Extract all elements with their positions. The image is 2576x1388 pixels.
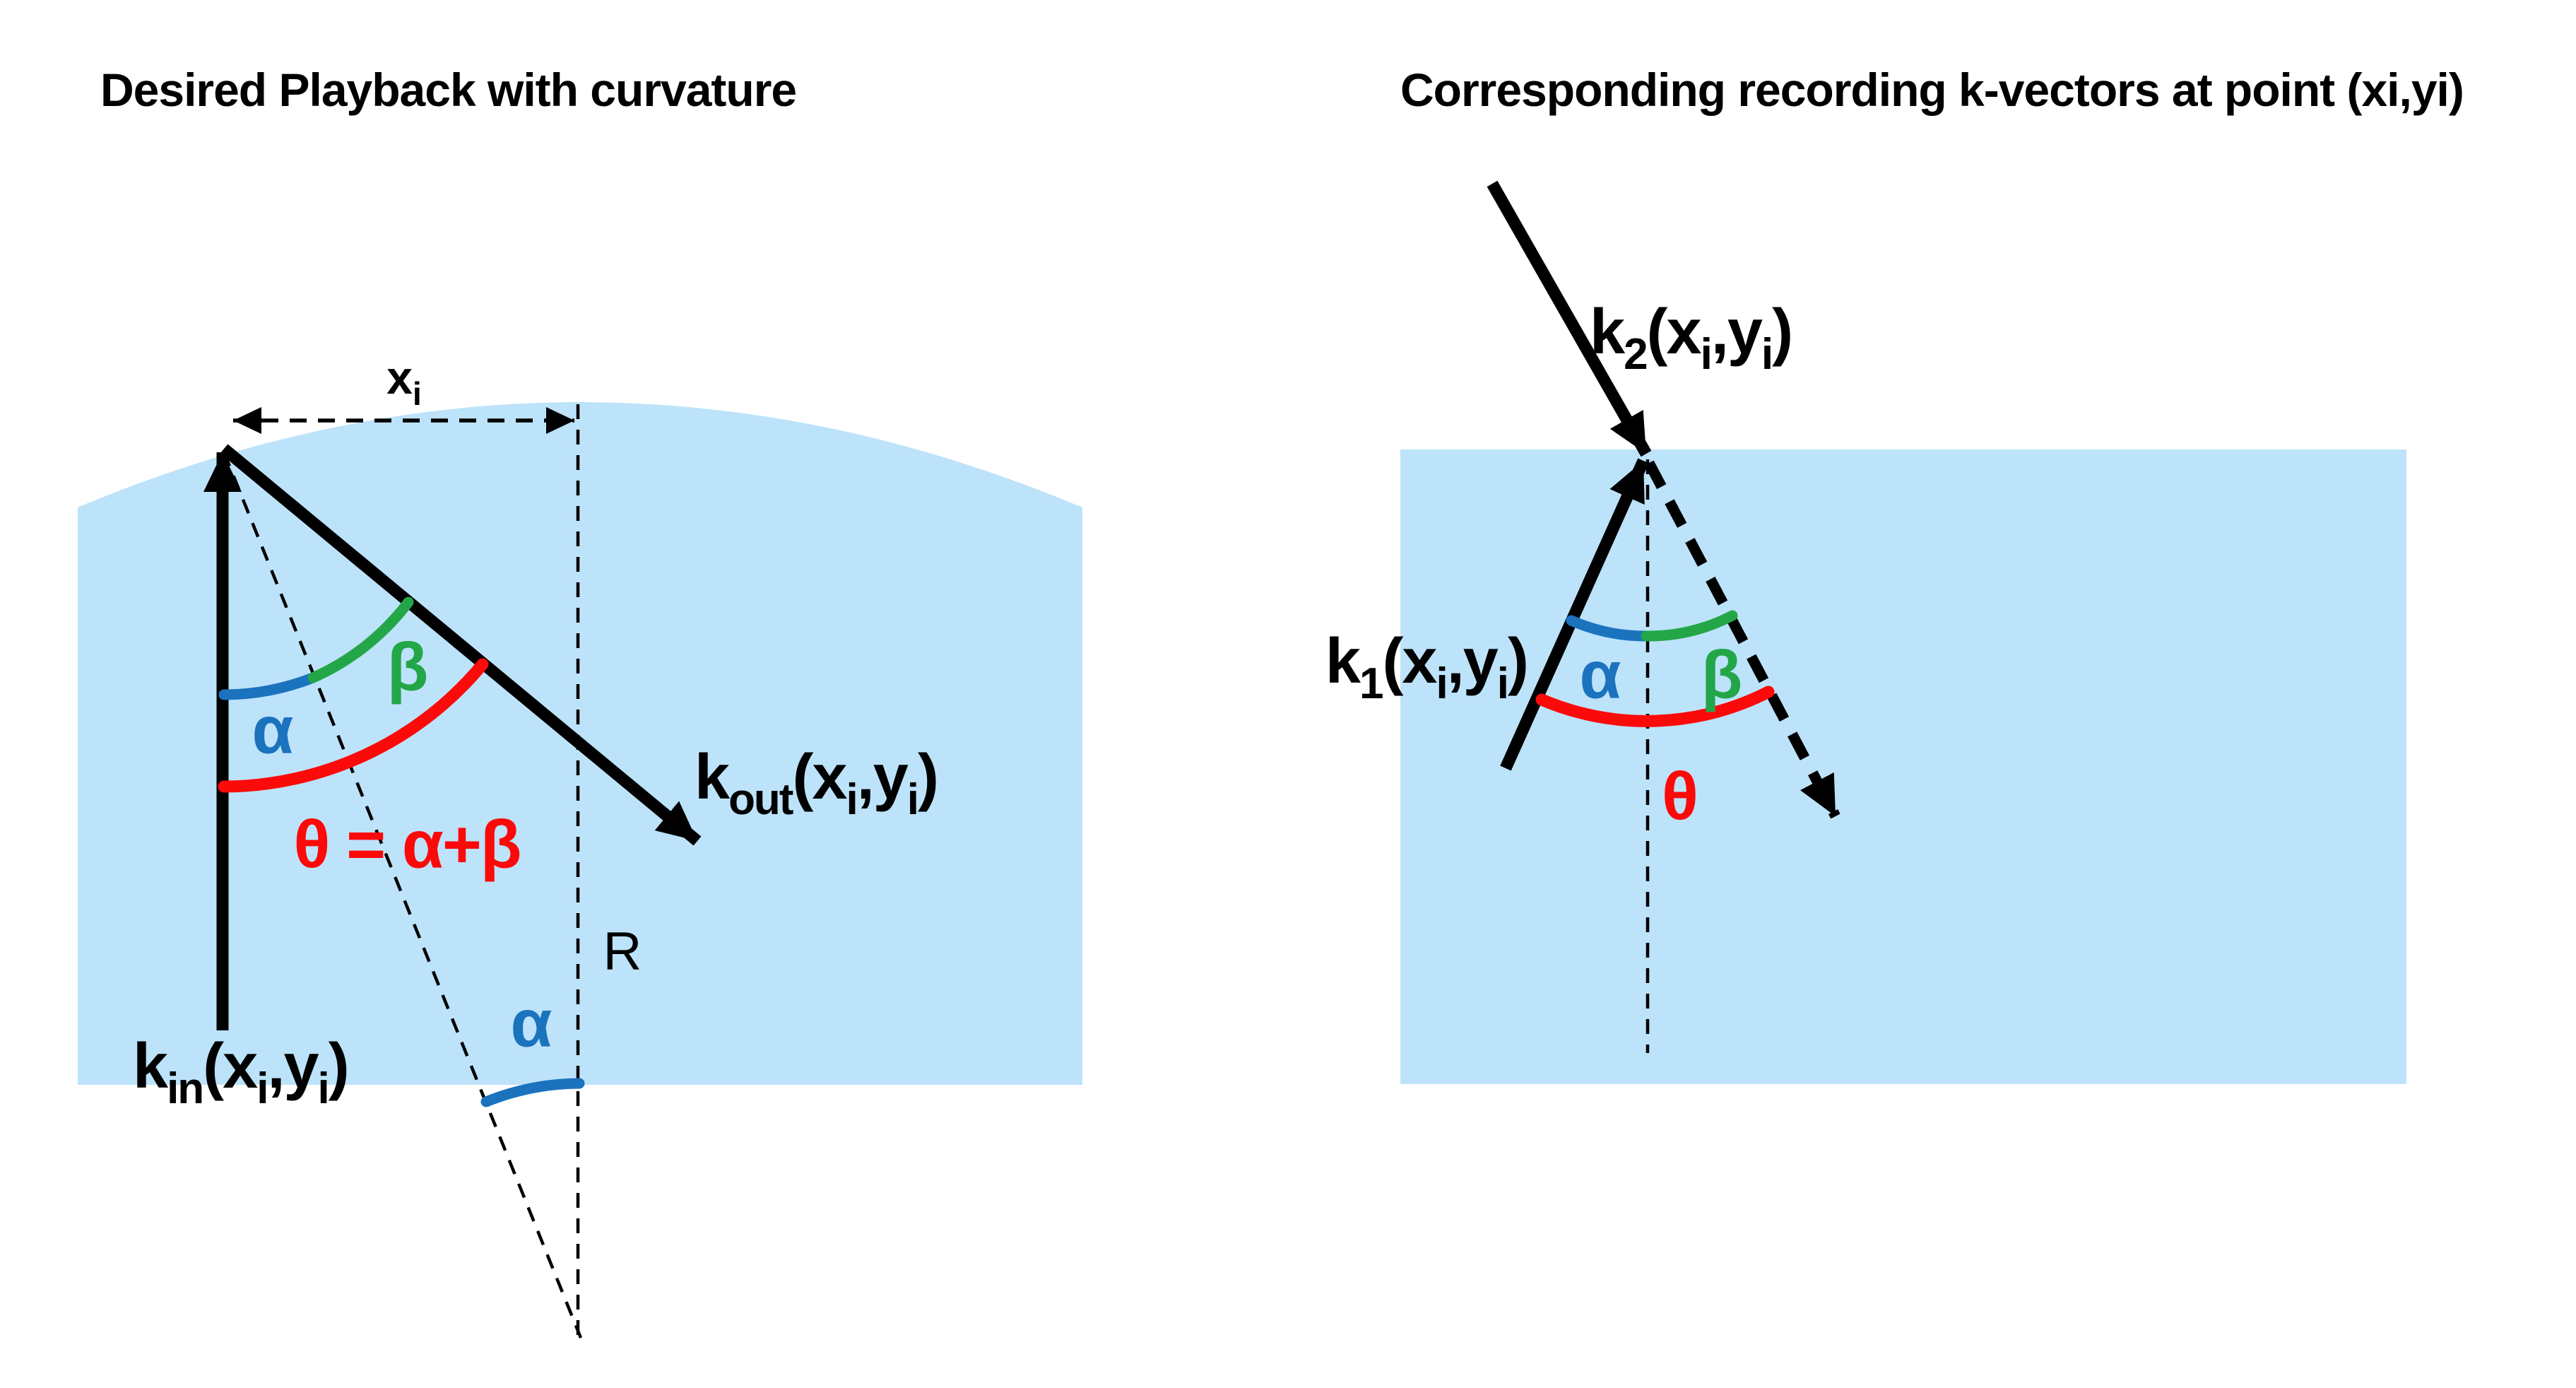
radius-label: R xyxy=(603,922,642,982)
right-panel-title: Corresponding recording k-vectors at poi… xyxy=(1400,64,2464,116)
beta-angle-arc-right xyxy=(1641,610,1738,642)
right-medium-region xyxy=(1400,449,2406,1084)
alpha-label-right: α xyxy=(1579,637,1621,713)
kin-vector-label: kin(xi,yi) xyxy=(133,1031,348,1113)
xi-dimension-label: xi xyxy=(386,351,422,412)
alpha-angle-arc-right xyxy=(1566,615,1652,642)
kout-vector-arrow xyxy=(220,444,702,846)
alpha-angle-arc-lower xyxy=(480,1078,585,1107)
beta-label: β xyxy=(387,630,427,705)
k1-vector-label: k1(xi,yi) xyxy=(1325,626,1528,708)
theta-equation-label: θ = α+β xyxy=(294,807,521,883)
alpha-angle-arc-upper xyxy=(218,672,319,700)
k2-vector-arrow xyxy=(1487,180,1652,457)
k1-vector-arrow xyxy=(1500,458,1649,771)
beta-label-right: β xyxy=(1701,637,1742,713)
alpha-label-lower: α xyxy=(510,986,552,1061)
alpha-label-upper: α xyxy=(252,693,293,768)
kout-vector-label: kout(xi,yi) xyxy=(695,742,938,824)
refracted-dashed-arrow xyxy=(1644,460,1841,819)
radius-line-through-origin xyxy=(222,452,583,1339)
theta-label-right: θ xyxy=(1662,759,1697,835)
k2-vector-label: k2(xi,yi) xyxy=(1590,297,1792,379)
beta-angle-arc xyxy=(307,596,414,683)
left-panel-title: Desired Playback with curvature xyxy=(100,64,796,116)
theta-angle-arc-right xyxy=(1535,686,1775,727)
theta-angle-arc xyxy=(218,658,489,793)
